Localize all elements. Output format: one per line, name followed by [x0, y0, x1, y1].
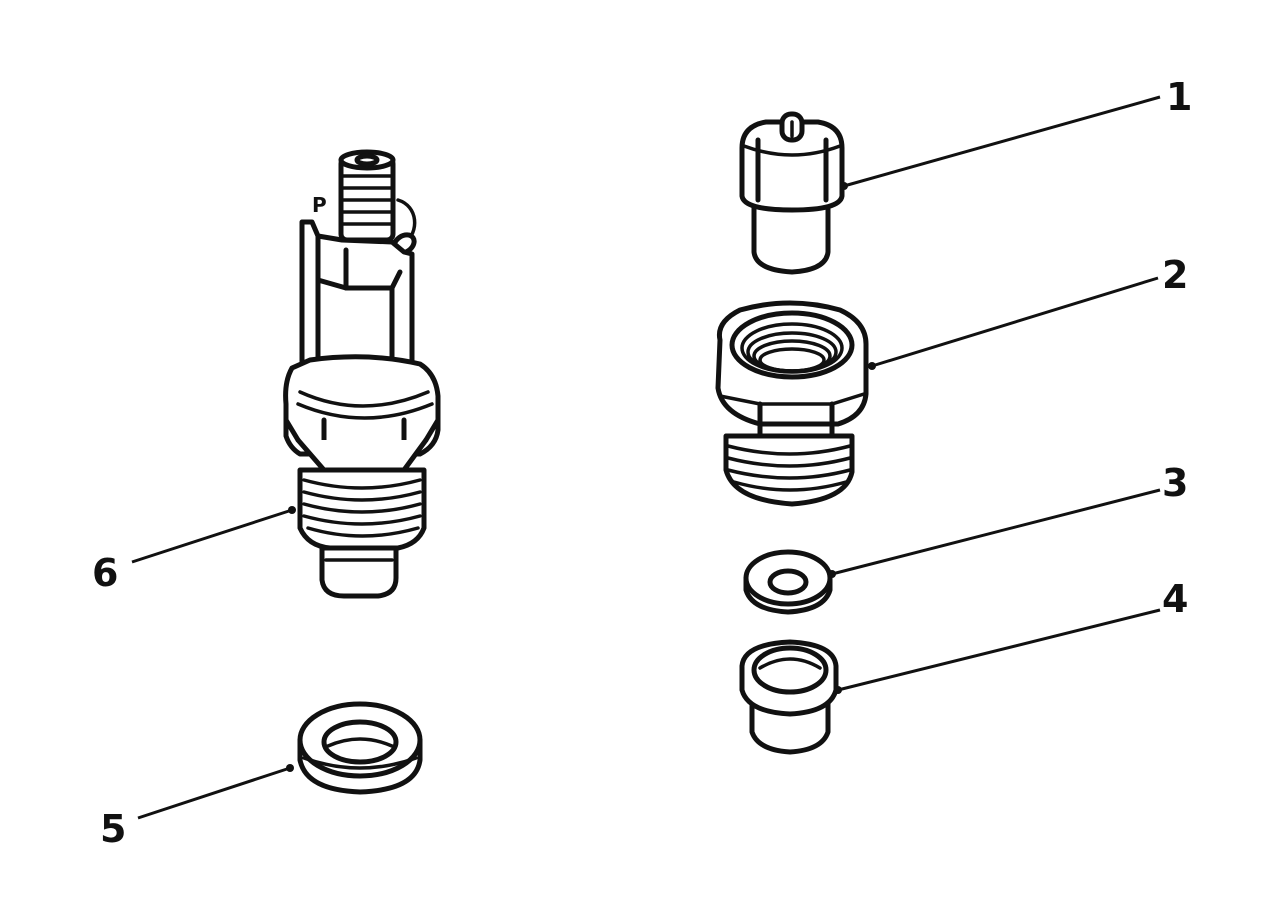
svg-text:P: P: [312, 193, 327, 217]
leader-lines: [131, 95, 1161, 820]
callout-1: 1: [1166, 75, 1192, 119]
leader-line-1: [843, 95, 1161, 188]
callout-5: 5: [100, 807, 126, 851]
leader-line-6: [131, 508, 293, 564]
part-1-nozzle: [739, 111, 845, 275]
leader-line-3: [831, 488, 1161, 576]
part-2-retaining-nut: [715, 300, 869, 507]
leader-line-5: [137, 766, 291, 820]
callout-labels: 1 2 3 4 5 6: [92, 75, 1192, 851]
callout-4: 4: [1162, 577, 1188, 621]
leader-line-2: [871, 276, 1159, 368]
part-5-washer: [297, 701, 423, 795]
leader-line-4: [837, 608, 1161, 692]
callout-6: 6: [92, 551, 118, 595]
part-6-injector-holder: P: [283, 149, 441, 599]
part-3-small-washer: [743, 549, 833, 615]
part-4-sleeve: [739, 639, 839, 755]
callout-3: 3: [1162, 461, 1188, 505]
callout-2: 2: [1162, 253, 1188, 297]
